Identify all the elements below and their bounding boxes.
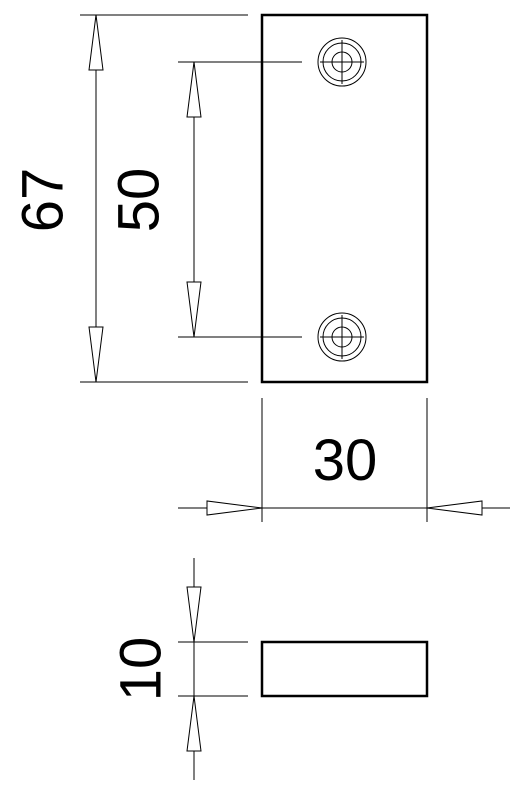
arrow-down [186,281,202,338]
arrow-left [426,500,483,516]
dimension-label-30: 30 [313,428,378,493]
dimension-thickness: 10 [108,558,248,780]
arrow-down [88,326,104,383]
arrow-up [186,61,202,118]
dimension-label-50: 50 [106,168,171,233]
dimension-label-67: 67 [10,168,75,233]
bottom-hole [317,312,367,362]
dimension-hole-spacing: 50 [106,61,302,338]
arrow-right [206,500,263,516]
top-hole [317,37,367,87]
dimension-width: 30 [178,398,510,522]
dimension-overall-length: 67 [10,14,248,383]
arrow-up [186,695,202,752]
plate-side-view [260,640,429,698]
plate-front-view [260,13,429,384]
arrow-down [186,586,202,643]
dimension-label-10: 10 [108,637,173,702]
arrow-up [88,14,104,71]
